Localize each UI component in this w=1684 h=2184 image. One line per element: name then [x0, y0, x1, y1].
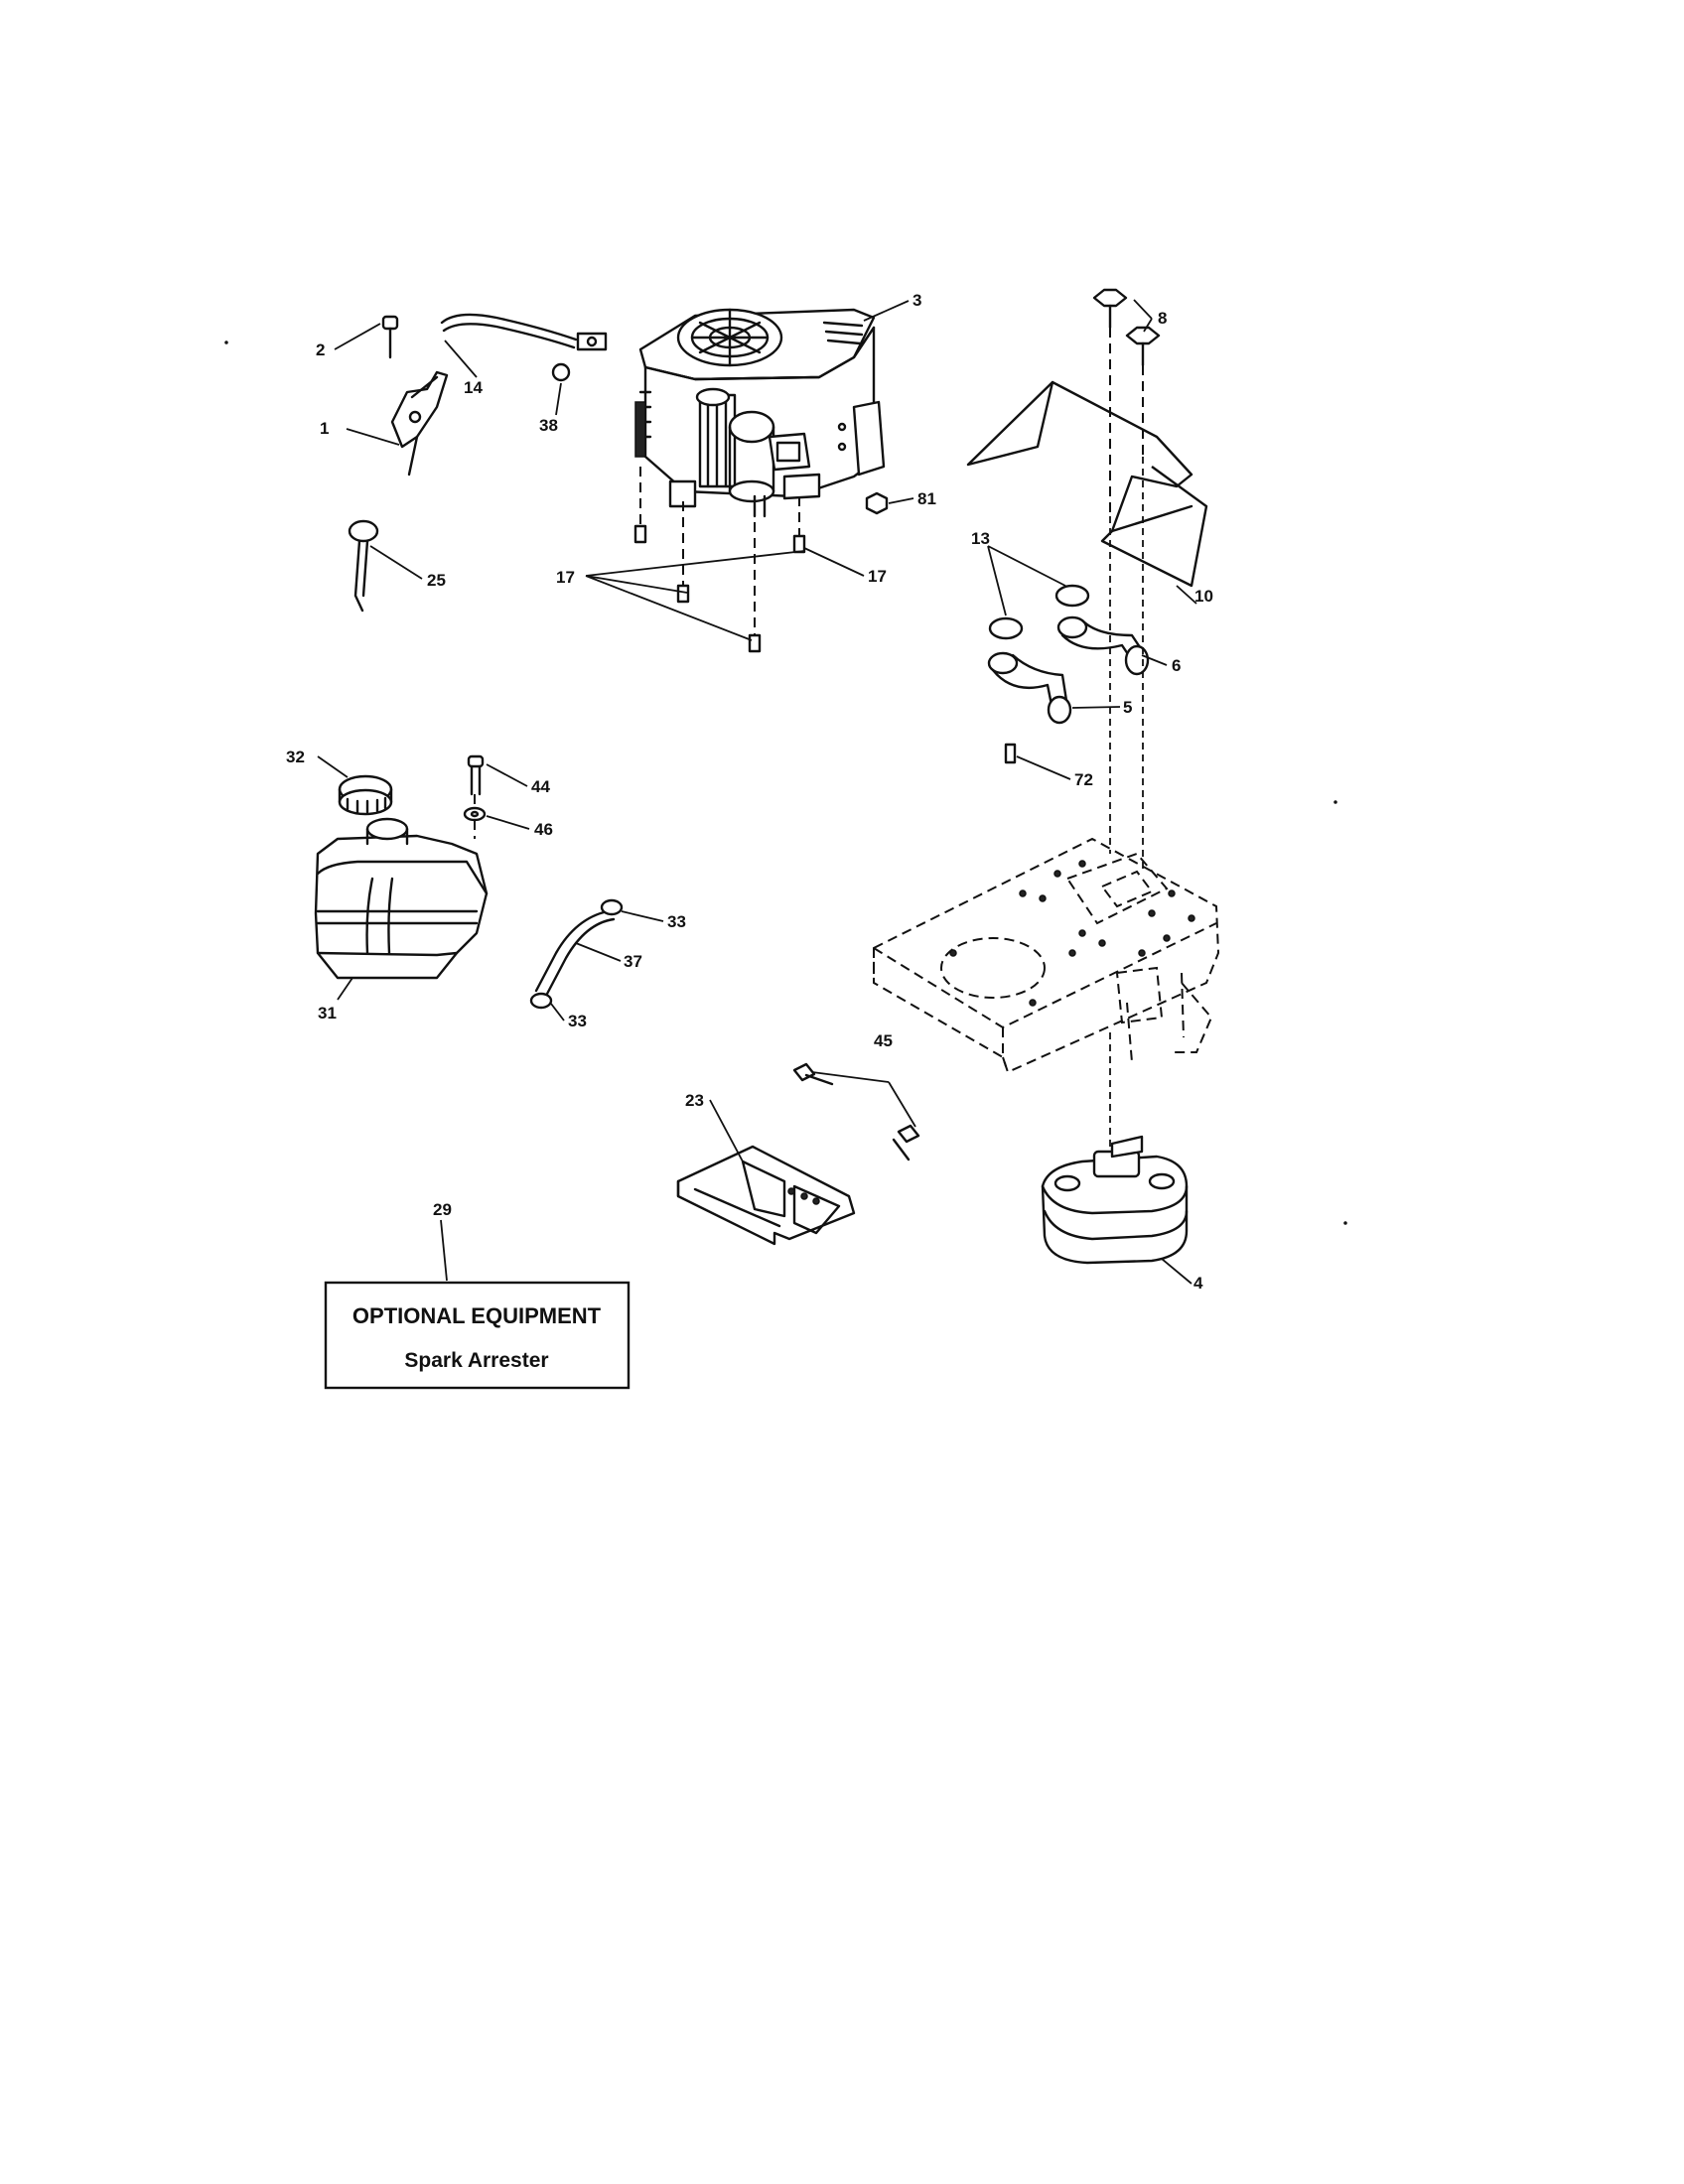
flange-bolts [1092, 288, 1161, 516]
callout-23: 23 [685, 1091, 704, 1110]
callout-8: 8 [1158, 309, 1167, 328]
heat-shield [966, 380, 1208, 588]
callout-13: 13 [971, 529, 990, 548]
fuel-tank [314, 817, 489, 980]
callout-33-bottom: 33 [568, 1012, 587, 1030]
exhaust-pipe-right [1056, 615, 1150, 676]
muffler [1041, 1135, 1189, 1265]
cable-clamp [551, 332, 608, 382]
callout-31: 31 [318, 1004, 337, 1023]
scan-specks [224, 341, 1347, 1225]
callout-37: 37 [624, 952, 642, 971]
callout-labels: 1 2 3 14 38 8 81 25 17 17 13 10 6 5 72 3… [286, 291, 1213, 1293]
callout-81: 81 [917, 489, 936, 508]
callout-4: 4 [1193, 1274, 1203, 1293]
callout-33-top: 33 [667, 912, 686, 931]
hose-clamps [529, 898, 624, 1010]
callout-29: 29 [433, 1200, 452, 1219]
callout-32: 32 [286, 748, 305, 766]
tank-screw [467, 754, 485, 796]
callout-72: 72 [1074, 770, 1093, 789]
callout-25: 25 [427, 571, 446, 590]
bracket-plate [676, 1145, 856, 1246]
optional-equipment-title: OPTIONAL EQUIPMENT [352, 1303, 602, 1328]
optional-equipment-box: OPTIONAL EQUIPMENT Spark Arrester [324, 1281, 631, 1390]
callout-6: 6 [1172, 656, 1181, 675]
callout-44: 44 [531, 777, 550, 796]
hex-nut [865, 491, 889, 515]
exhaust-pipe-left [987, 651, 1072, 725]
throttle-cable [440, 313, 578, 341]
callout-10: 10 [1194, 587, 1213, 606]
exhaust-screw [1004, 743, 1017, 764]
callout-14: 14 [464, 378, 483, 397]
plate-screws [792, 1062, 920, 1161]
callout-45: 45 [874, 1031, 893, 1050]
callout-2: 2 [316, 341, 325, 359]
engine-frame [873, 837, 1220, 1074]
fuel-line [534, 909, 616, 998]
callout-38: 38 [539, 416, 558, 435]
callout-46: 46 [534, 820, 553, 839]
callout-1: 1 [320, 419, 329, 438]
callout-17-right: 17 [868, 567, 887, 586]
engine [634, 308, 886, 518]
choke-knob [348, 519, 379, 613]
leader-lines [317, 299, 1197, 1285]
callout-17-left: 17 [556, 568, 575, 587]
callout-3: 3 [912, 291, 921, 310]
exhaust-gaskets [988, 584, 1090, 640]
callout-5: 5 [1123, 698, 1132, 717]
engine-bolts [633, 467, 806, 653]
fuel-cap [338, 774, 393, 816]
optional-equipment-subtitle: Spark Arrester [404, 1349, 548, 1372]
tank-washer [463, 806, 487, 822]
throttle-bracket [381, 315, 449, 477]
